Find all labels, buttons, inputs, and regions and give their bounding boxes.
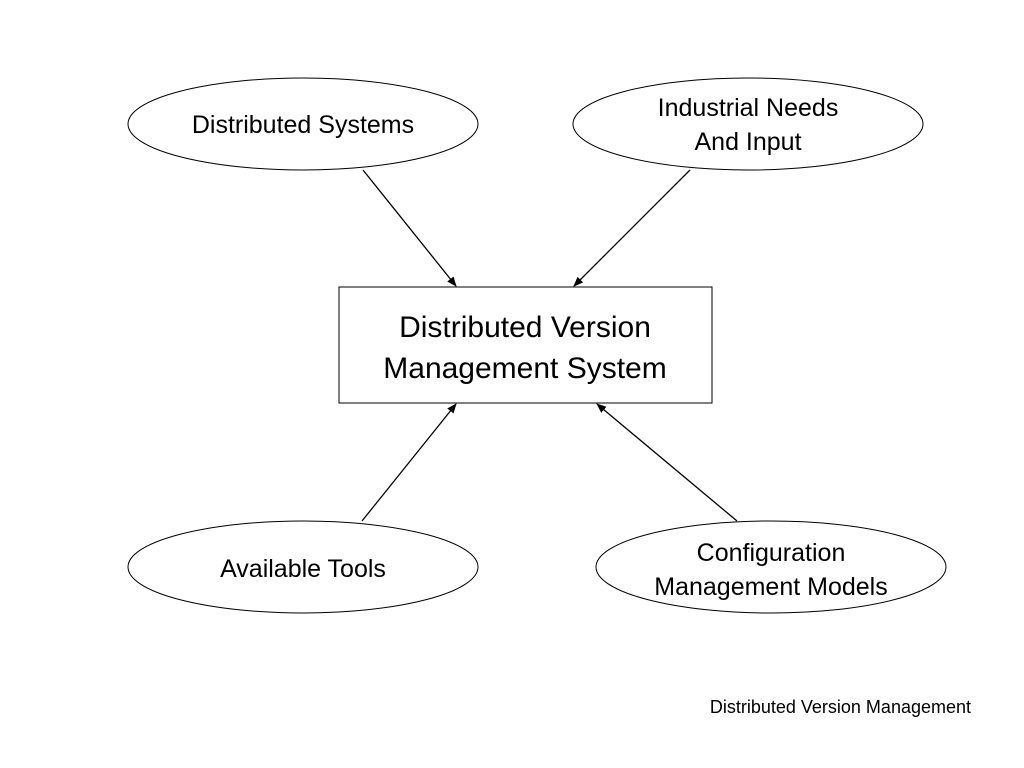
- center-box: [338, 286, 713, 404]
- node-label-line1: Industrial Needs: [658, 94, 839, 122]
- center-label-line2: Management System: [383, 352, 666, 385]
- center-label-line1: Distributed Version: [399, 311, 651, 344]
- arrow-distributed-systems-to-center: [362, 169, 457, 287]
- node-configuration-models: Configuration Management Models: [595, 520, 947, 614]
- node-ellipse: [127, 520, 479, 614]
- node-industrial-needs: Industrial Needs And Input: [572, 77, 924, 171]
- arrow-configuration-models-to-center: [596, 403, 738, 522]
- arrow-available-tools-to-center: [361, 403, 457, 522]
- node-ellipse: [127, 77, 479, 171]
- node-label: Available Tools: [220, 555, 386, 583]
- node-label-line2: And Input: [694, 128, 801, 156]
- footer-caption: Distributed Version Management: [709, 697, 971, 717]
- node-ellipse: [595, 520, 947, 614]
- node-label-line2: Management Models: [654, 573, 887, 601]
- node-distributed-systems: Distributed Systems: [127, 77, 479, 171]
- node-available-tools: Available Tools: [127, 520, 479, 614]
- arrow-industrial-needs-to-center: [573, 169, 691, 287]
- node-label-line1: Configuration: [697, 539, 846, 567]
- center-node: Distributed Version Management System: [338, 286, 713, 404]
- node-ellipse: [572, 77, 924, 171]
- node-label: Distributed Systems: [192, 111, 414, 139]
